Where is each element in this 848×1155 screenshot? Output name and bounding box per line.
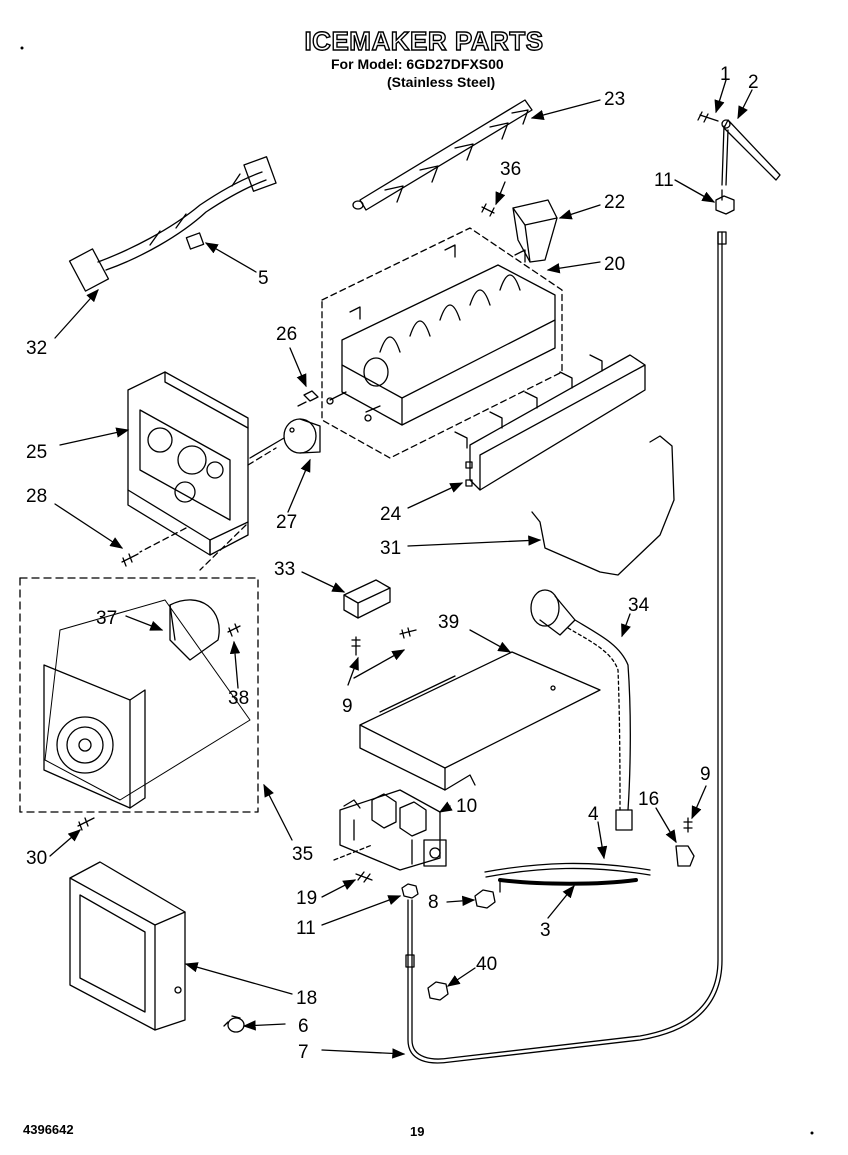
shutoff-arm-drawing [531,435,675,576]
callout-16: 16 [638,789,659,810]
screw-19-drawing [355,871,373,883]
callout-11-bottom: 11 [296,918,316,939]
callout-35: 35 [292,844,313,865]
doc-number: 4396642 [23,1122,74,1137]
wire-harness-drawing [68,156,277,292]
switch-33-drawing [343,579,391,619]
callout-8: 8 [428,892,439,913]
valve-10-drawing [339,789,447,871]
screw-36-drawing [481,203,495,217]
callout-4: 4 [588,804,599,825]
clip-26-drawing [297,390,319,407]
callout-27: 27 [276,512,297,533]
callout-34: 34 [628,595,650,616]
hose-34-drawing [530,589,633,831]
callout-1: 1 [720,64,731,85]
callout-3: 3 [540,920,551,941]
plug-6-drawing [223,1015,245,1033]
nut-11b-drawing [401,883,419,899]
callout-2: 2 [748,72,759,93]
corner-dot [810,1131,814,1135]
page-number: 19 [410,1124,425,1139]
leader-lines [49,79,753,1059]
callout-40: 40 [476,954,497,975]
housing-drawing [127,371,249,556]
callout-25: 25 [26,442,47,463]
tubing-3-drawing [498,878,638,893]
screw-30-drawing [77,817,95,831]
callout-20: 20 [604,254,625,275]
callout-7: 7 [298,1042,309,1063]
nut-40-drawing [427,981,449,1001]
screw-9a-drawing [351,627,417,656]
clip-5-drawing [185,232,205,250]
callout-numbers: 1 2 11 23 36 22 20 5 32 26 25 28 24 27 3… [26,64,759,1063]
callout-32: 32 [26,338,47,359]
finish-line: (Stainless Steel) [387,74,496,90]
callout-28: 28 [26,486,47,507]
tube-7-drawing [405,231,727,1064]
callout-37: 37 [96,608,117,629]
callout-19: 19 [296,888,317,909]
callout-18: 18 [296,988,317,1009]
callout-36: 36 [500,159,521,180]
corner-dot [20,46,24,50]
callout-38: 38 [228,688,249,709]
model-line: For Model: 6GD27DFXS00 [331,56,504,72]
stripper-drawing [454,354,646,491]
callout-5: 5 [258,268,269,289]
fill-cup-drawing [512,199,558,263]
callout-23: 23 [604,89,625,110]
clamp-16-drawing [675,845,695,867]
callout-39: 39 [438,612,459,633]
callout-26: 26 [276,324,297,345]
callout-30: 30 [26,848,47,869]
tubing-4-drawing [484,862,651,878]
callout-11-top: 11 [654,170,674,191]
bracket-39-drawing [359,651,601,791]
screw-38-drawing [227,623,241,637]
callout-33: 33 [274,559,295,580]
screw-9b-drawing [683,817,693,833]
motor-27-drawing [249,418,321,459]
module-35-drawing [19,577,259,813]
callout-9-right: 9 [700,764,711,785]
callout-9-left: 9 [342,696,353,717]
callout-31: 31 [380,538,401,559]
callout-6: 6 [298,1016,309,1037]
screw-28-drawing [121,553,139,567]
ejector-drawing [352,99,533,211]
callout-24: 24 [380,504,402,525]
nut-8-drawing [474,889,496,909]
clamp-1-2-drawing [697,111,781,186]
diagram-title: ICEMAKER PARTS [304,25,544,56]
nut-11a-drawing [715,189,735,215]
mold-drawing [321,227,563,459]
callout-10: 10 [456,796,477,817]
callout-22: 22 [604,192,625,213]
cover-18-drawing [69,861,186,1031]
